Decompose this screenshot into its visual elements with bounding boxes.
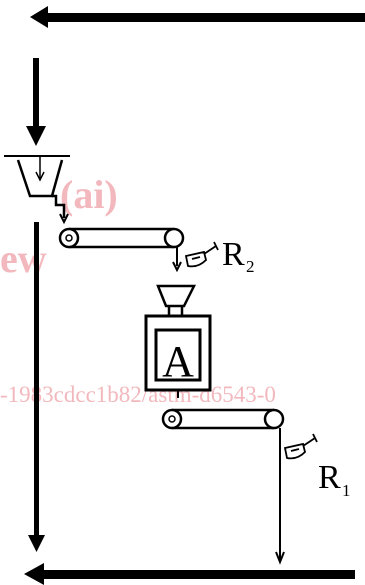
sampler-r1-icon — [283, 433, 318, 460]
lower-conveyor — [161, 408, 285, 565]
sampler-r2-subscript: 2 — [246, 257, 255, 276]
watermark-line-1: (ai) — [60, 172, 118, 217]
unit-a-label: A — [162, 337, 194, 386]
watermark: (ai) ew -1983cdcc1b82/astm-d6543-0 — [0, 172, 276, 407]
watermark-line-3: -1983cdcc1b82/astm-d6543-0 — [0, 382, 276, 407]
top-return-arrow — [30, 6, 365, 28]
watermark-line-2: ew — [0, 236, 47, 281]
upper-conveyor — [58, 227, 185, 273]
unit-a: A — [144, 314, 212, 398]
reject-stream-arrow — [28, 222, 45, 552]
sampler-r2-label: R 2 — [222, 236, 255, 276]
sampler-r1-letter: R — [318, 459, 341, 496]
sampler-r1-subscript: 1 — [342, 481, 351, 500]
sampler-r2-icon — [184, 241, 219, 268]
sampler-r1-label: R 1 — [318, 459, 351, 500]
unit-a-hopper — [156, 284, 197, 316]
feed-hopper — [4, 155, 70, 225]
bottom-return-arrow — [24, 563, 355, 585]
sampler-r2-letter: R — [222, 236, 245, 273]
feed-arrow — [26, 58, 46, 146]
